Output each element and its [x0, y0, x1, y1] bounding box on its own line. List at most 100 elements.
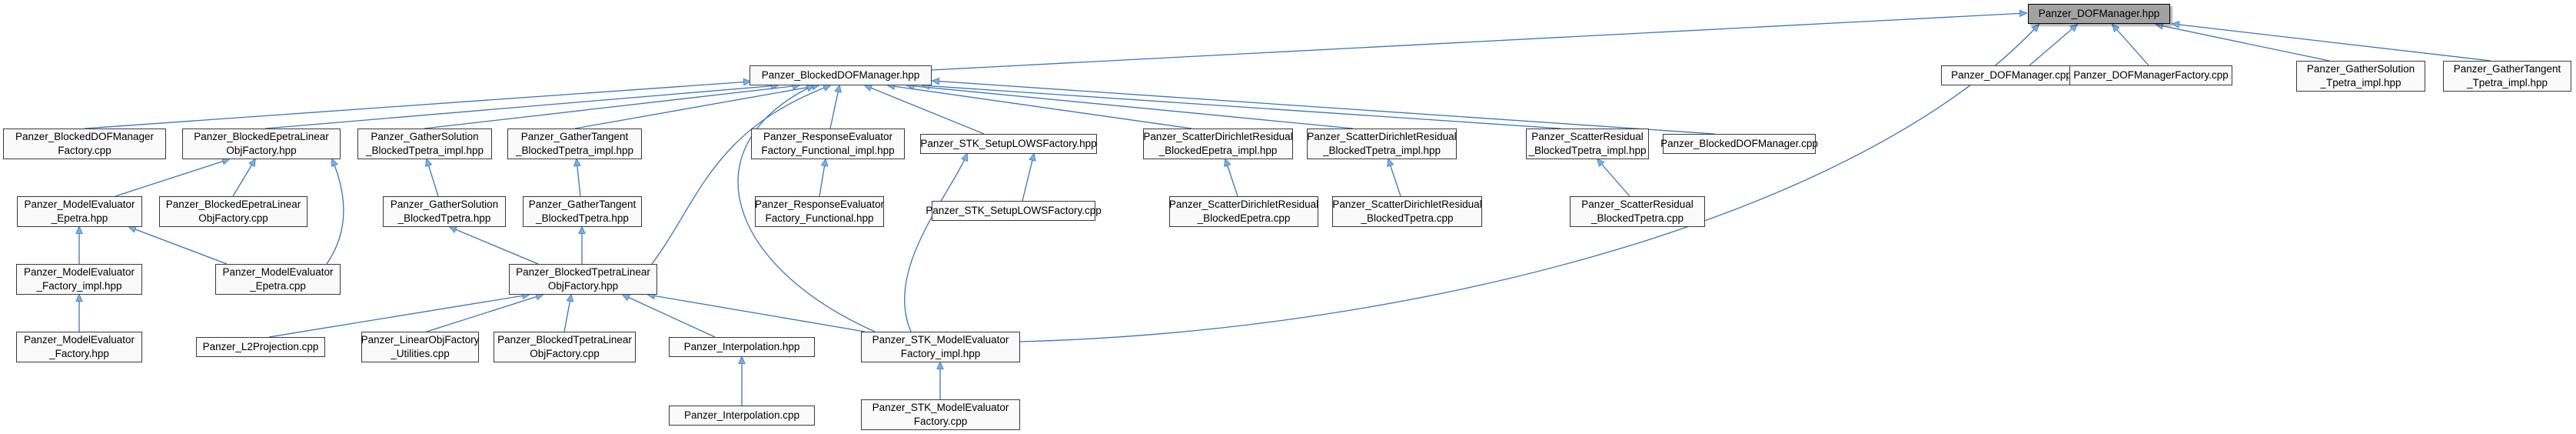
- node-label: Panzer_BlockedEpetraLinear ObjFactory.hp…: [194, 131, 329, 156]
- node-label: Panzer_GatherTangent _Tpetra_impl.hpp: [2453, 63, 2561, 88]
- include-edge-modelevaluator-epetra-cpp-to-modelevaluator-epetra-hpp: [128, 225, 228, 265]
- graph-node-modelevaluator-factory-impl-hpp[interactable]: Panzer_ModelEvaluator _Factory_impl.hpp: [16, 264, 142, 295]
- include-edge-linearobjfactory-utilities-cpp-to-blocked-tpetra-linear-objfactory-hpp: [426, 293, 544, 332]
- node-label: Panzer_Interpolation.hpp: [683, 341, 800, 353]
- node-label: Panzer_ScatterResidual _BlockedTpetra_im…: [1528, 131, 1647, 156]
- include-edge-blocked-epetra-linear-objfactory-hpp-to-blocked-dofmanager-hpp: [264, 82, 779, 129]
- node-label: Panzer_DOFManagerFactory.cpp: [2073, 69, 2229, 82]
- graph-node-blocked-dofmanager-factory-cpp[interactable]: Panzer_BlockedDOFManager Factory.cpp: [3, 129, 166, 159]
- node-label: Panzer_ScatterDirichletResidual _Blocked…: [1307, 131, 1457, 156]
- include-edge-modelevaluator-epetra-hpp-to-blocked-epetra-linear-objfactory-hpp: [115, 158, 231, 197]
- include-edge-stk-setuplowsfactory-hpp-to-blocked-dofmanager-hpp: [863, 84, 985, 135]
- node-label: Panzer_GatherTangent _BlockedTpetra_impl…: [515, 131, 634, 156]
- include-edge-scatter-dirichlet-residual-blocked-epetra-impl-hpp-to-blocked-dofmanager-hpp: [886, 82, 1192, 129]
- node-label: Panzer_LinearObjFactory _Utilities.cpp: [361, 334, 480, 359]
- graph-node-blocked-dofmanager-cpp[interactable]: Panzer_BlockedDOFManager.cpp: [1660, 134, 1818, 154]
- graph-node-interpolation-hpp[interactable]: Panzer_Interpolation.hpp: [669, 337, 815, 357]
- include-edge-gather-tangent-blocked-tpetra-hpp-to-gather-tangent-blocked-tpetra-impl-hpp: [573, 158, 581, 197]
- graph-node-blocked-epetra-linear-objfactory-hpp[interactable]: Panzer_BlockedEpetraLinear ObjFactory.hp…: [182, 129, 341, 159]
- node-label: Panzer_ResponseEvaluator Factory_Functio…: [761, 131, 895, 156]
- include-edge-stk-modelevaluator-factory-impl-hpp-to-stk-setuplowsfactory-hpp: [904, 152, 968, 332]
- graph-node-l2-projection-cpp[interactable]: Panzer_L2Projection.cpp: [196, 337, 325, 357]
- graph-node-modelevaluator-epetra-cpp[interactable]: Panzer_ModelEvaluator _Epetra.cpp: [215, 264, 341, 295]
- node-label: Panzer_ScatterDirichletResidual _Blocked…: [1332, 199, 1482, 224]
- include-edge-blocked-dofmanager-cpp-to-blocked-dofmanager-hpp: [931, 77, 1715, 135]
- include-edge-scatter-residual-blocked-tpetra-cpp-to-scatter-residual-blocked-tpetra-impl-hpp: [1596, 158, 1630, 197]
- graph-node-response-evaluator-factory-functional-hpp[interactable]: Panzer_ResponseEvaluator Factory_Functio…: [755, 196, 884, 227]
- node-label: Panzer_ModelEvaluator _Factory_impl.hpp: [23, 266, 135, 292]
- graph-node-gather-solution-blocked-tpetra-impl-hpp[interactable]: Panzer_GatherSolution _BlockedTpetra_imp…: [357, 129, 492, 159]
- graph-node-blocked-epetra-linear-objfactory-cpp[interactable]: Panzer_BlockedEpetraLinear ObjFactory.cp…: [159, 196, 307, 227]
- node-label: Panzer_GatherSolution _BlockedTpetra.hpp: [390, 199, 499, 224]
- include-edge-interpolation-hpp-to-blocked-tpetra-linear-objfactory-hpp: [621, 294, 716, 338]
- graph-node-response-evaluator-factory-functional-impl-hpp[interactable]: Panzer_ResponseEvaluator Factory_Functio…: [751, 129, 905, 159]
- node-label: Panzer_STK_SetupLOWSFactory.cpp: [926, 205, 1102, 217]
- graph-node-gather-solution-tpetra-impl-hpp[interactable]: Panzer_GatherSolution _Tpetra_impl.hpp: [2296, 61, 2425, 92]
- node-label: Panzer_BlockedTpetraLinear ObjFactory.hp…: [516, 266, 650, 292]
- node-label: Panzer_BlockedDOFManager.hpp: [761, 69, 920, 82]
- node-label: Panzer_ModelEvaluator _Epetra.hpp: [24, 199, 135, 224]
- graph-node-dofmanager-hpp: Panzer_DOFManager.hpp: [2028, 4, 2170, 24]
- graph-node-gather-tangent-blocked-tpetra-impl-hpp[interactable]: Panzer_GatherTangent _BlockedTpetra_impl…: [507, 129, 642, 159]
- include-edge-stk-modelevaluator-factory-impl-hpp-to-dofmanager-hpp: [1019, 23, 2040, 342]
- node-label: Panzer_ModelEvaluator _Epetra.cpp: [222, 266, 334, 292]
- node-label: Panzer_BlockedEpetraLinear ObjFactory.cp…: [165, 199, 301, 224]
- graph-node-modelevaluator-epetra-hpp[interactable]: Panzer_ModelEvaluator _Epetra.hpp: [17, 196, 142, 227]
- include-edge-scatter-dirichlet-residual-blocked-tpetra-cpp-to-scatter-dirichlet-residual-blocked-tpetra-impl-hpp: [1387, 158, 1401, 197]
- graph-node-scatter-residual-blocked-tpetra-impl-hpp[interactable]: Panzer_ScatterResidual _BlockedTpetra_im…: [1526, 129, 1649, 159]
- node-label: Panzer_ModelEvaluator _Factory.hpp: [23, 334, 135, 359]
- include-edge-dofmanager-cpp-to-dofmanager-hpp: [2029, 23, 2079, 66]
- graph-node-gather-tangent-tpetra-impl-hpp[interactable]: Panzer_GatherTangent _Tpetra_impl.hpp: [2443, 61, 2571, 92]
- include-edge-scatter-dirichlet-residual-blocked-tpetra-impl-hpp-to-blocked-dofmanager-hpp: [906, 82, 1354, 129]
- node-label: Panzer_GatherSolution _Tpetra_impl.hpp: [2306, 63, 2415, 88]
- node-label: Panzer_ScatterDirichletResidual _Blocked…: [1168, 199, 1319, 224]
- include-edge-stk-setuplowsfactory-cpp-to-stk-setuplowsfactory-hpp: [1022, 152, 1036, 202]
- include-edge-blocked-dofmanager-hpp-to-dofmanager-hpp: [931, 9, 2028, 71]
- include-edge-gather-solution-blocked-tpetra-impl-hpp-to-blocked-dofmanager-hpp: [424, 82, 801, 129]
- include-edge-modelevaluator-epetra-cpp-to-blocked-epetra-linear-objfactory-hpp: [326, 158, 344, 265]
- graph-node-scatter-dirichlet-residual-blocked-epetra-cpp[interactable]: Panzer_ScatterDirichletResidual _Blocked…: [1169, 196, 1318, 227]
- include-edge-stk-modelevaluator-factory-impl-hpp-to-blocked-dofmanager-hpp: [737, 85, 876, 332]
- graph-node-stk-setuplowsfactory-cpp[interactable]: Panzer_STK_SetupLOWSFactory.cpp: [926, 201, 1102, 221]
- include-edge-blocked-tpetra-linear-objfactory-hpp-to-gather-solution-blocked-tpetra-hpp: [448, 226, 539, 265]
- node-label: Panzer_ScatterResidual _BlockedTpetra.cp…: [1581, 199, 1694, 224]
- include-edge-dofmanager-factory-cpp-to-dofmanager-hpp: [2111, 23, 2149, 66]
- node-label: Panzer_DOFManager.cpp: [1951, 69, 2072, 82]
- include-edge-scatter-residual-blocked-tpetra-impl-hpp-to-blocked-dofmanager-hpp: [921, 82, 1561, 129]
- include-edge-response-evaluator-factory-functional-impl-hpp-to-blocked-dofmanager-hpp: [829, 84, 842, 129]
- graph-node-scatter-residual-blocked-tpetra-cpp[interactable]: Panzer_ScatterResidual _BlockedTpetra.cp…: [1570, 196, 1705, 227]
- graph-node-modelevaluator-factory-hpp[interactable]: Panzer_ModelEvaluator _Factory.hpp: [16, 332, 142, 362]
- node-label: Panzer_STK_SetupLOWSFactory.hpp: [920, 138, 1097, 150]
- node-label: Panzer_GatherTangent _BlockedTpetra.hpp: [528, 199, 637, 224]
- graph-node-blocked-dofmanager-hpp[interactable]: Panzer_BlockedDOFManager.hpp: [750, 65, 932, 85]
- node-label: Panzer_STK_ModelEvaluator Factory_impl.h…: [872, 334, 1009, 359]
- graph-node-scatter-dirichlet-residual-blocked-tpetra-cpp[interactable]: Panzer_ScatterDirichletResidual _Blocked…: [1332, 196, 1482, 227]
- graph-node-gather-tangent-blocked-tpetra-hpp[interactable]: Panzer_GatherTangent _BlockedTpetra.hpp: [523, 196, 642, 227]
- graph-node-dofmanager-factory-cpp[interactable]: Panzer_DOFManagerFactory.cpp: [2069, 65, 2232, 85]
- node-label: Panzer_GatherSolution _BlockedTpetra_imp…: [365, 131, 484, 156]
- graph-node-stk-modelevaluator-factory-impl-hpp[interactable]: Panzer_STK_ModelEvaluator Factory_impl.h…: [861, 332, 1020, 362]
- node-label: Panzer_BlockedDOFManager.cpp: [1660, 138, 1818, 150]
- node-label: Panzer_BlockedDOFManager Factory.cpp: [15, 131, 155, 156]
- graph-node-scatter-dirichlet-residual-blocked-epetra-impl-hpp[interactable]: Panzer_ScatterDirichletResidual _Blocked…: [1143, 129, 1293, 159]
- include-edge-l2-projection-cpp-to-blocked-tpetra-linear-objfactory-hpp: [268, 292, 530, 338]
- include-edge-blocked-epetra-linear-objfactory-cpp-to-blocked-epetra-linear-objfactory-hpp: [232, 158, 256, 197]
- graph-node-stk-modelevaluator-factory-cpp[interactable]: Panzer_STK_ModelEvaluator Factory.cpp: [861, 399, 1020, 430]
- node-label: Panzer_ScatterDirichletResidual _Blocked…: [1143, 131, 1293, 156]
- include-edge-blocked-dofmanager-factory-cpp-to-blocked-dofmanager-hpp: [84, 78, 752, 129]
- graph-node-blocked-tpetra-linear-objfactory-cpp[interactable]: Panzer_BlockedTpetraLinear ObjFactory.cp…: [494, 332, 636, 362]
- include-edge-blocked-tpetra-linear-objfactory-hpp-to-blocked-dofmanager-hpp: [651, 84, 832, 265]
- node-label: Panzer_STK_ModelEvaluator Factory.cpp: [872, 402, 1009, 427]
- graph-node-dofmanager-cpp[interactable]: Panzer_DOFManager.cpp: [1941, 65, 2082, 85]
- include-edge-scatter-dirichlet-residual-blocked-epetra-cpp-to-scatter-dirichlet-residual-blocked-epetra-impl-hpp: [1224, 158, 1238, 197]
- graph-node-gather-solution-blocked-tpetra-hpp[interactable]: Panzer_GatherSolution _BlockedTpetra.hpp: [383, 196, 506, 227]
- graph-node-stk-setuplowsfactory-hpp[interactable]: Panzer_STK_SetupLOWSFactory.hpp: [920, 134, 1097, 154]
- node-label: Panzer_Interpolation.cpp: [683, 409, 800, 422]
- graph-node-blocked-tpetra-linear-objfactory-hpp[interactable]: Panzer_BlockedTpetraLinear ObjFactory.hp…: [509, 264, 657, 295]
- include-edge-response-evaluator-factory-functional-hpp-to-response-evaluator-factory-functional-impl-hpp: [819, 158, 829, 197]
- graph-node-linearobjfactory-utilities-cpp[interactable]: Panzer_LinearObjFactory _Utilities.cpp: [361, 332, 479, 362]
- graph-node-interpolation-cpp[interactable]: Panzer_Interpolation.cpp: [669, 406, 815, 426]
- node-label: Panzer_ResponseEvaluator Factory_Functio…: [754, 199, 885, 224]
- graph-node-scatter-dirichlet-residual-blocked-tpetra-impl-hpp[interactable]: Panzer_ScatterDirichletResidual _Blocked…: [1307, 129, 1457, 159]
